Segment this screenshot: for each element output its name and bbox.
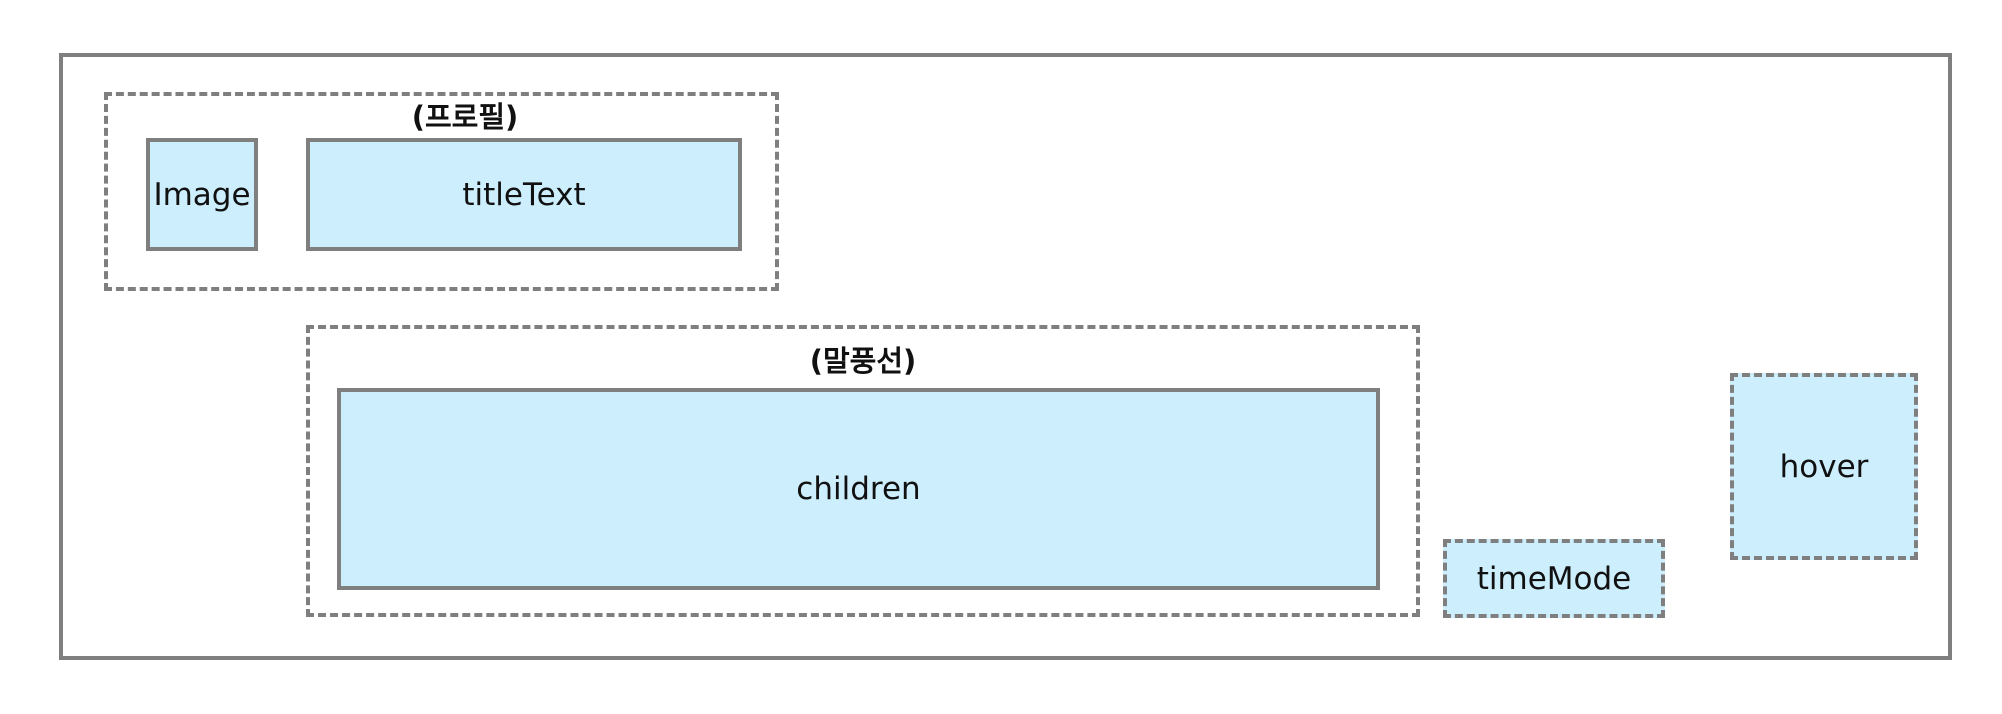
title-text-box: titleText bbox=[306, 138, 742, 251]
time-mode-box: timeMode bbox=[1443, 539, 1665, 618]
profile-group-label: (프로필) bbox=[411, 100, 519, 134]
image-box: Image bbox=[146, 138, 258, 251]
outer-container bbox=[59, 53, 1952, 660]
bubble-group bbox=[306, 325, 1420, 617]
children-box: children bbox=[337, 388, 1380, 590]
hover-box: hover bbox=[1730, 373, 1918, 560]
bubble-group-label: (말풍선) bbox=[809, 344, 917, 378]
profile-group bbox=[104, 92, 779, 291]
